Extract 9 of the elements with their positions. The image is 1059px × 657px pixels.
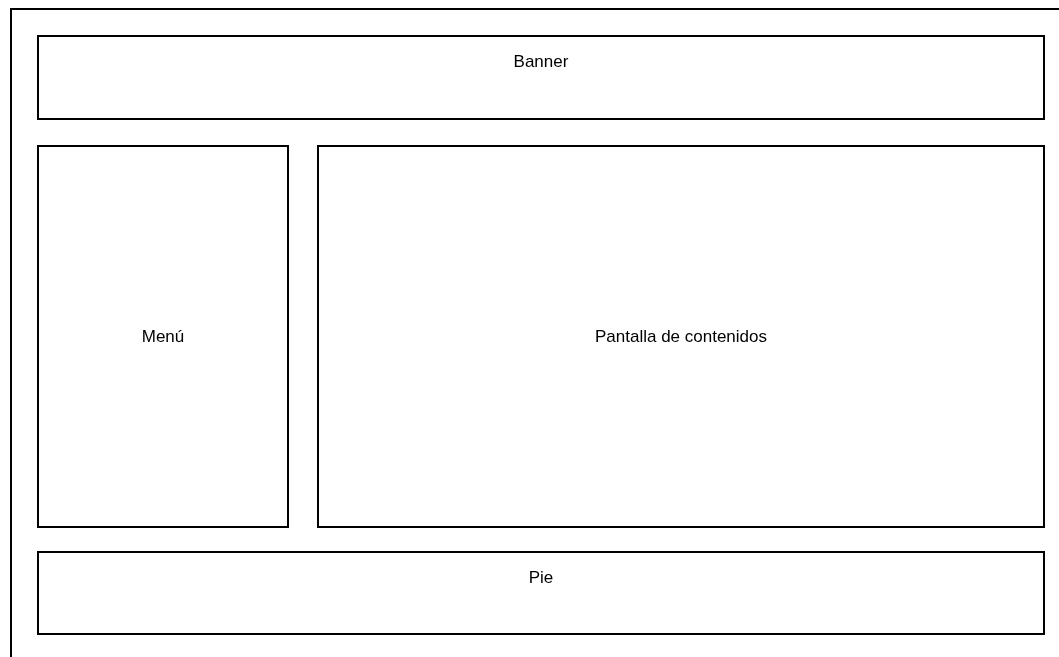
region-label: Menú	[141, 326, 185, 347]
region-label: Pantalla de contenidos	[595, 326, 767, 347]
layout-region	[37, 551, 1045, 635]
region-label: Pie	[528, 568, 554, 588]
layout-region	[317, 145, 1045, 528]
region-label: Banner	[513, 52, 569, 72]
layout-region	[37, 35, 1045, 120]
layout-region	[37, 145, 289, 528]
page-frame	[10, 8, 1059, 657]
